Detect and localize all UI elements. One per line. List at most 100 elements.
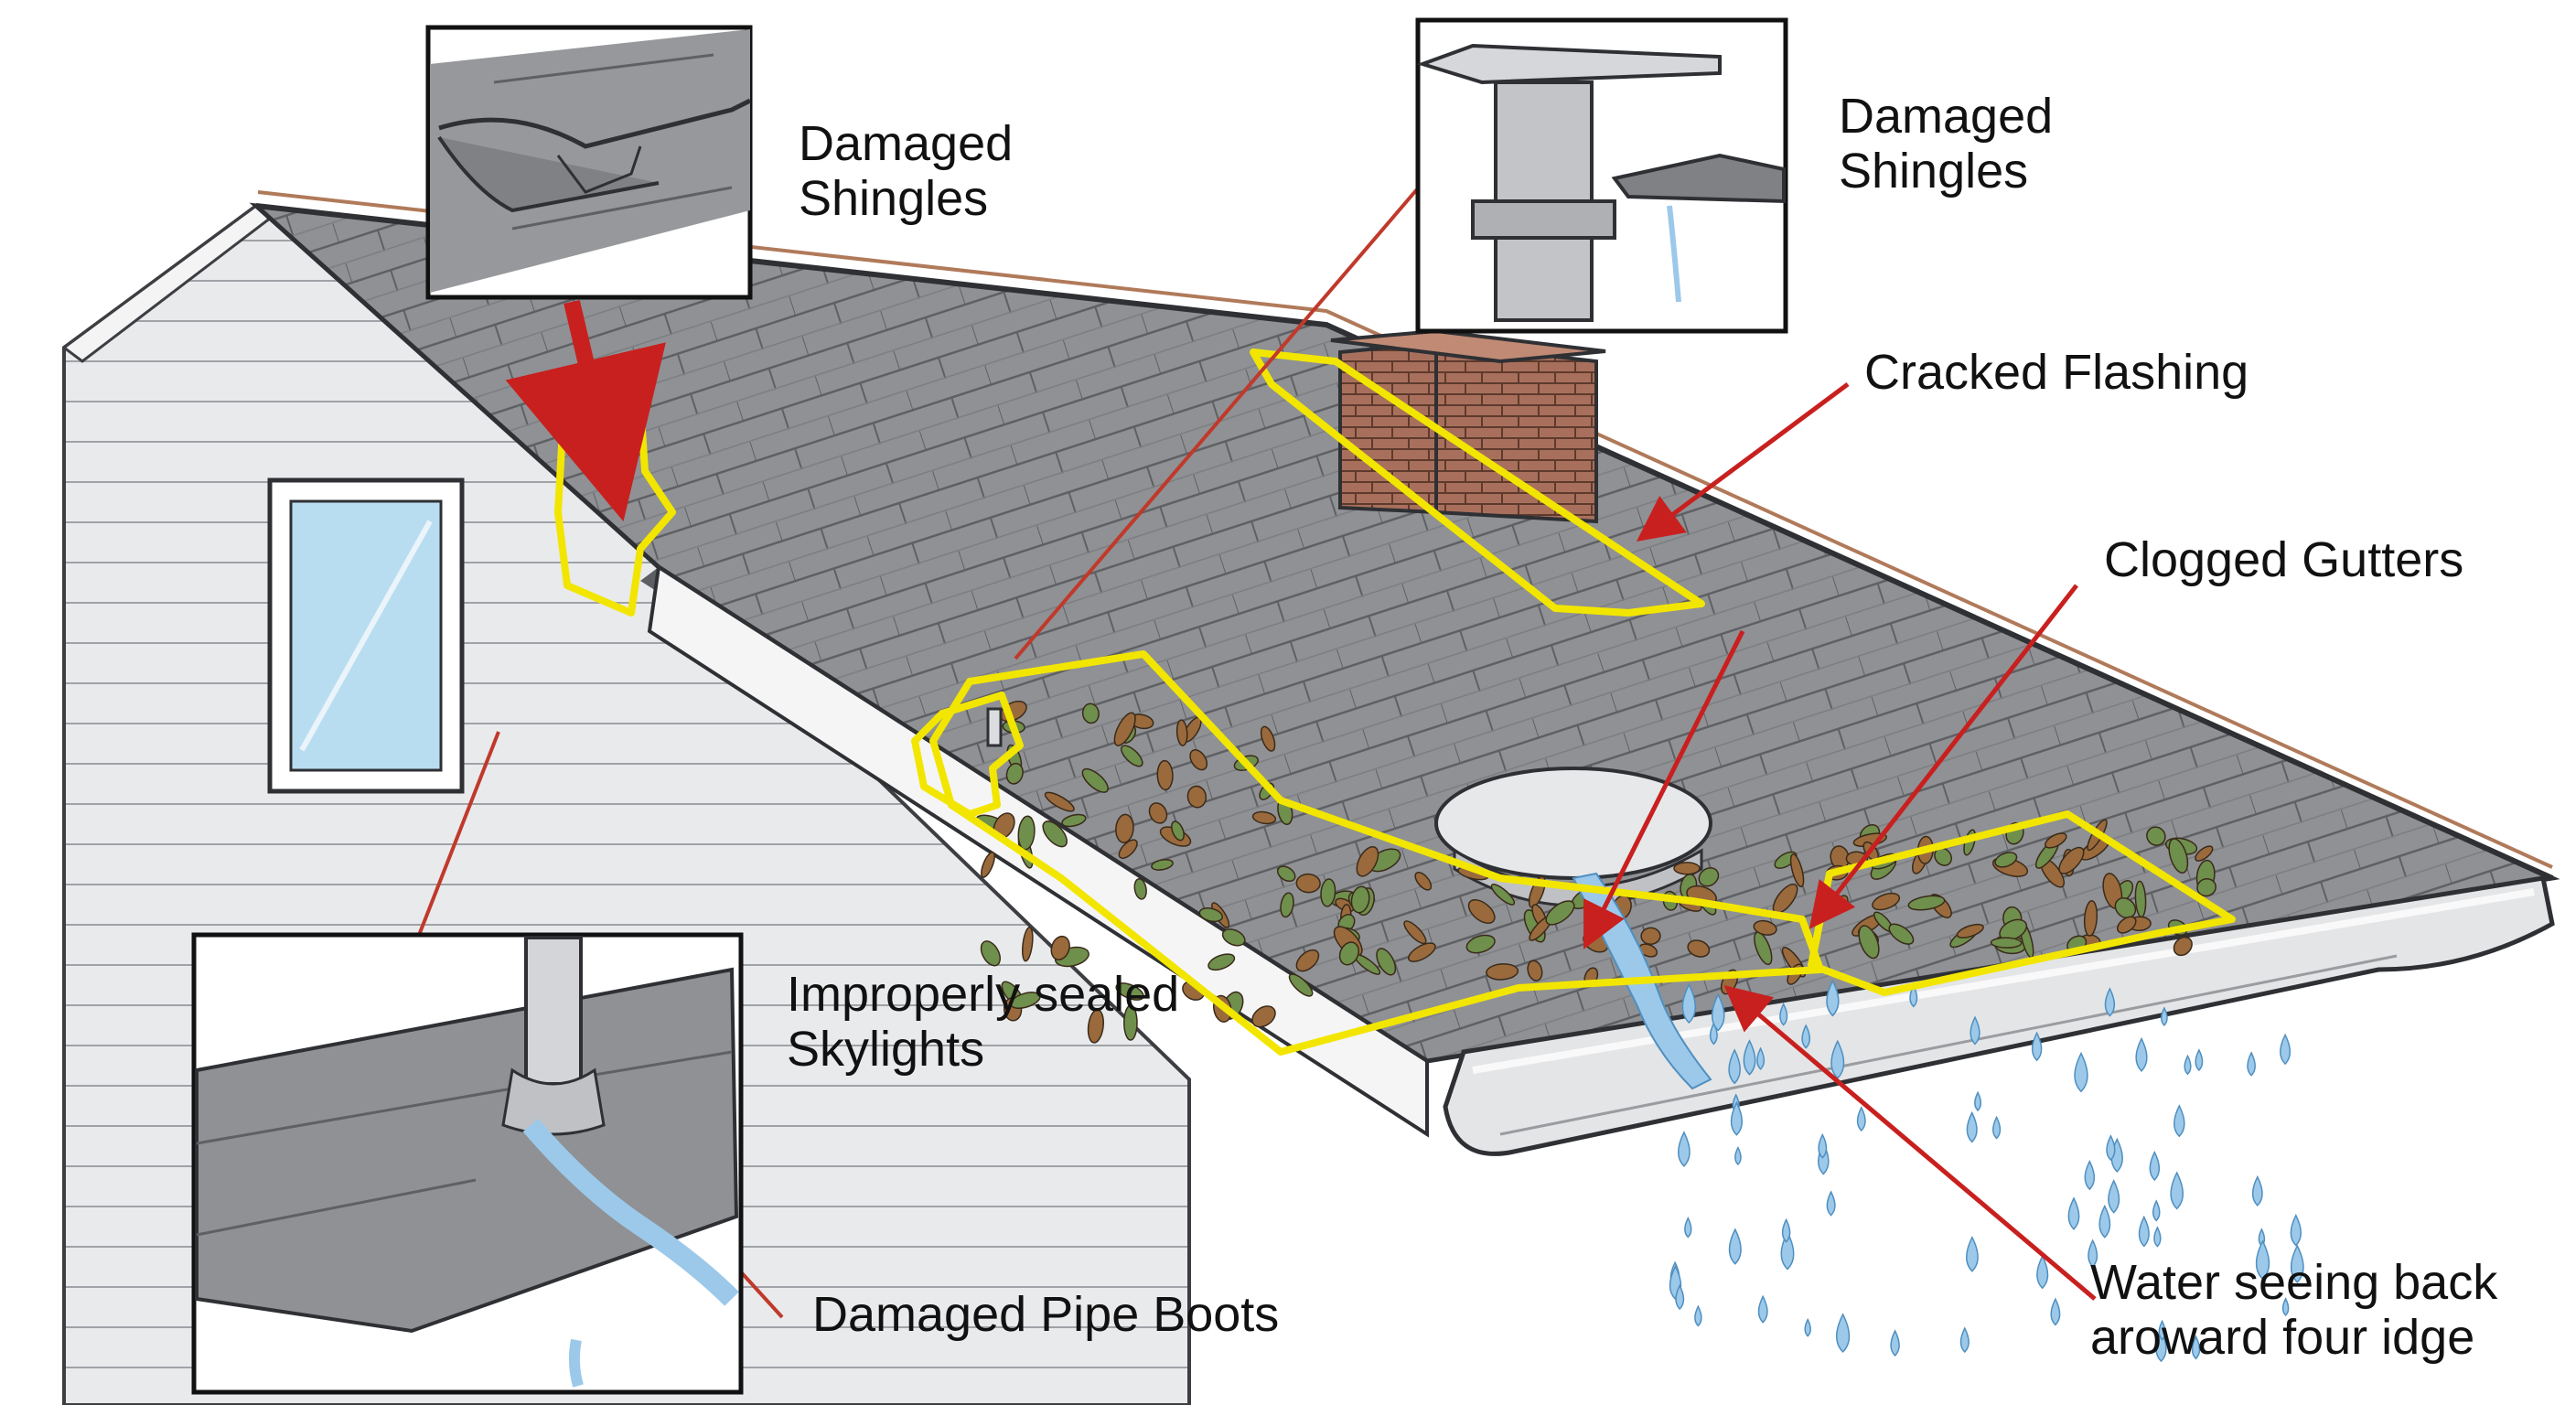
water-drop [2161,1006,2168,1026]
leaf [2044,832,2067,849]
water-drop [2138,1215,2150,1248]
leaf [1527,960,1543,981]
leaf [1133,878,1147,900]
leader-skylights [414,731,500,943]
arrow-shingles [505,299,666,522]
water-drop [1757,1294,1768,1324]
leaf [1673,862,1701,875]
leaf [1640,927,1661,945]
leaf [1115,982,1144,1001]
highlight-gutters [1808,810,2236,996]
water-drop [2106,1134,2116,1162]
water-drop [2098,1204,2111,1239]
water-drop [2251,1174,2263,1207]
water-drop [1681,982,1696,1024]
leaf [1753,919,1777,936]
water-drop [2104,987,2116,1017]
water-drop [2195,1048,2204,1072]
water-drop [1756,1046,1766,1070]
water-drop [2158,1319,2166,1341]
water-drop [1856,1106,1866,1132]
leaf [1050,935,1070,960]
water-drop [2036,1254,2049,1290]
water-drop [1781,1217,1791,1243]
water-drop [2031,1031,2043,1062]
water-drop [1709,1022,1718,1046]
label-skylights-1: Improperly sealed [787,967,1179,1022]
leaf [1081,767,1110,793]
leaf [1338,941,1359,966]
label-damaged-shingles-left-1: Damaged [799,116,1013,171]
leaf [1403,920,1427,945]
leaf [1113,712,1136,746]
leaf [1858,925,1880,960]
window [267,477,465,794]
label-skylights-2: Skylights [787,1022,984,1077]
water-drop [2135,1036,2148,1072]
leaf [1251,1005,1276,1028]
highlight-outlines [554,349,2236,1056]
leaf [1789,853,1805,888]
inset-pipe-flashing [1415,17,1788,334]
leaf [2168,838,2189,874]
water-drop [1678,1131,1690,1167]
label-pipe-boots: Damaged Pipe Boots [812,1287,1279,1342]
leaf [1999,918,2028,941]
leaf [1044,791,1075,812]
label-water-seeping-1: Water seeing back [2090,1255,2498,1310]
leaf [2196,877,2216,897]
leaf [1414,871,1433,891]
leaf [1251,810,1277,825]
water-drop [1966,1236,1979,1272]
leaf [1118,839,1138,859]
label-cracked-flashing: Cracked Flashing [1864,345,2249,400]
leaf [1005,762,1024,785]
leaf [1017,815,1036,851]
leaf [1115,813,1134,843]
water-drop [1694,1304,1702,1327]
water-drop [2170,1171,2184,1210]
leaf [981,851,995,878]
water-drop [1836,1313,1851,1353]
leaf [1320,878,1336,907]
water-drop [1959,1326,1970,1354]
leaf [1956,923,1984,938]
leaf [1486,963,1519,981]
leaf [2134,880,2147,918]
water-drop [2281,1297,2290,1316]
leaf [1042,820,1068,848]
label-damaged-shingles-left-2: Shingles [799,171,988,226]
leaf [1465,934,1496,954]
leaf [980,940,1002,967]
leaf [1888,923,1915,945]
water-drop [1830,1039,1845,1079]
water-drop [1974,1090,1982,1112]
water-drop [2152,1199,2161,1222]
arrow-flashing [1636,381,1850,542]
water-drop [1804,1317,1811,1337]
leaf [1208,953,1236,971]
leaf [1087,1009,1104,1044]
label-clogged-gutters: Clogged Gutters [2104,532,2463,587]
leaf [1010,992,1041,1010]
leaf [2058,846,2085,874]
label-damaged-shingles-right-2: Shingles [1839,144,2028,198]
water-drop [1992,1115,2002,1140]
water-drop [2255,1239,2270,1281]
water-drop [1743,1039,1756,1076]
water-drop [1966,1110,1978,1143]
pipe-boot [986,707,1003,747]
highlight-flashing [1250,349,1705,617]
inset-damaged-shingles [425,25,753,300]
water-drop [2050,1297,2061,1326]
leaf [1260,725,1276,752]
leaf [1872,892,1901,911]
water-drop [1909,984,1918,1008]
water-drop [1728,1048,1741,1085]
leaf [1687,939,1711,958]
callout-arrows [505,299,2097,1301]
leaf [1467,899,1496,924]
leaf [1186,785,1208,809]
water-drop [1826,1190,1836,1217]
